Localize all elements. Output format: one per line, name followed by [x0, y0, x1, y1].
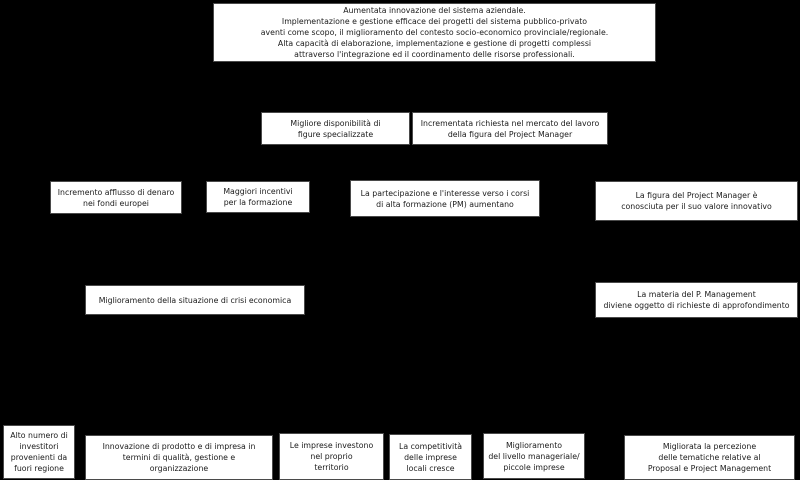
node-partecipazione-corsi-alta-formazione: La partecipazione e l'interesse verso i …: [350, 180, 540, 217]
node-incentivi-formazione: Maggiori incentivi per la formazione: [206, 181, 310, 213]
node-investitori-fuori-regione: Alto numero di investitori provenienti d…: [3, 425, 75, 479]
node-imprese-investono-territorio: Le imprese investono nel proprio territo…: [279, 433, 384, 480]
node-root-goal: Aumentata innovazione del sistema aziend…: [213, 3, 656, 62]
node-materia-project-management: La materia del P. Management diviene ogg…: [595, 282, 798, 318]
node-percezione-proposal-project-management: Migliorata la percezione delle tematiche…: [624, 435, 795, 480]
node-competitivita-imprese-locali: La competitività delle imprese locali cr…: [389, 434, 472, 480]
node-miglioramento-livello-manageriale: Miglioramento del livello manageriale/ p…: [483, 433, 585, 479]
node-innovazione-prodotto-impresa: Innovazione di prodotto e di impresa in …: [85, 435, 273, 480]
node-afflusso-denaro-fondi-europei: Incremento afflusso di denaro nei fondi …: [50, 181, 182, 214]
node-miglioramento-crisi-economica: Miglioramento della situazione di crisi …: [85, 285, 305, 315]
node-richiesta-mercato-lavoro: Incrementata richiesta nel mercato del l…: [412, 112, 608, 145]
node-migliore-disponibilita: Migliore disponibilità di figure special…: [261, 112, 410, 145]
node-figura-project-manager: La figura del Project Manager è conosciu…: [595, 181, 798, 221]
